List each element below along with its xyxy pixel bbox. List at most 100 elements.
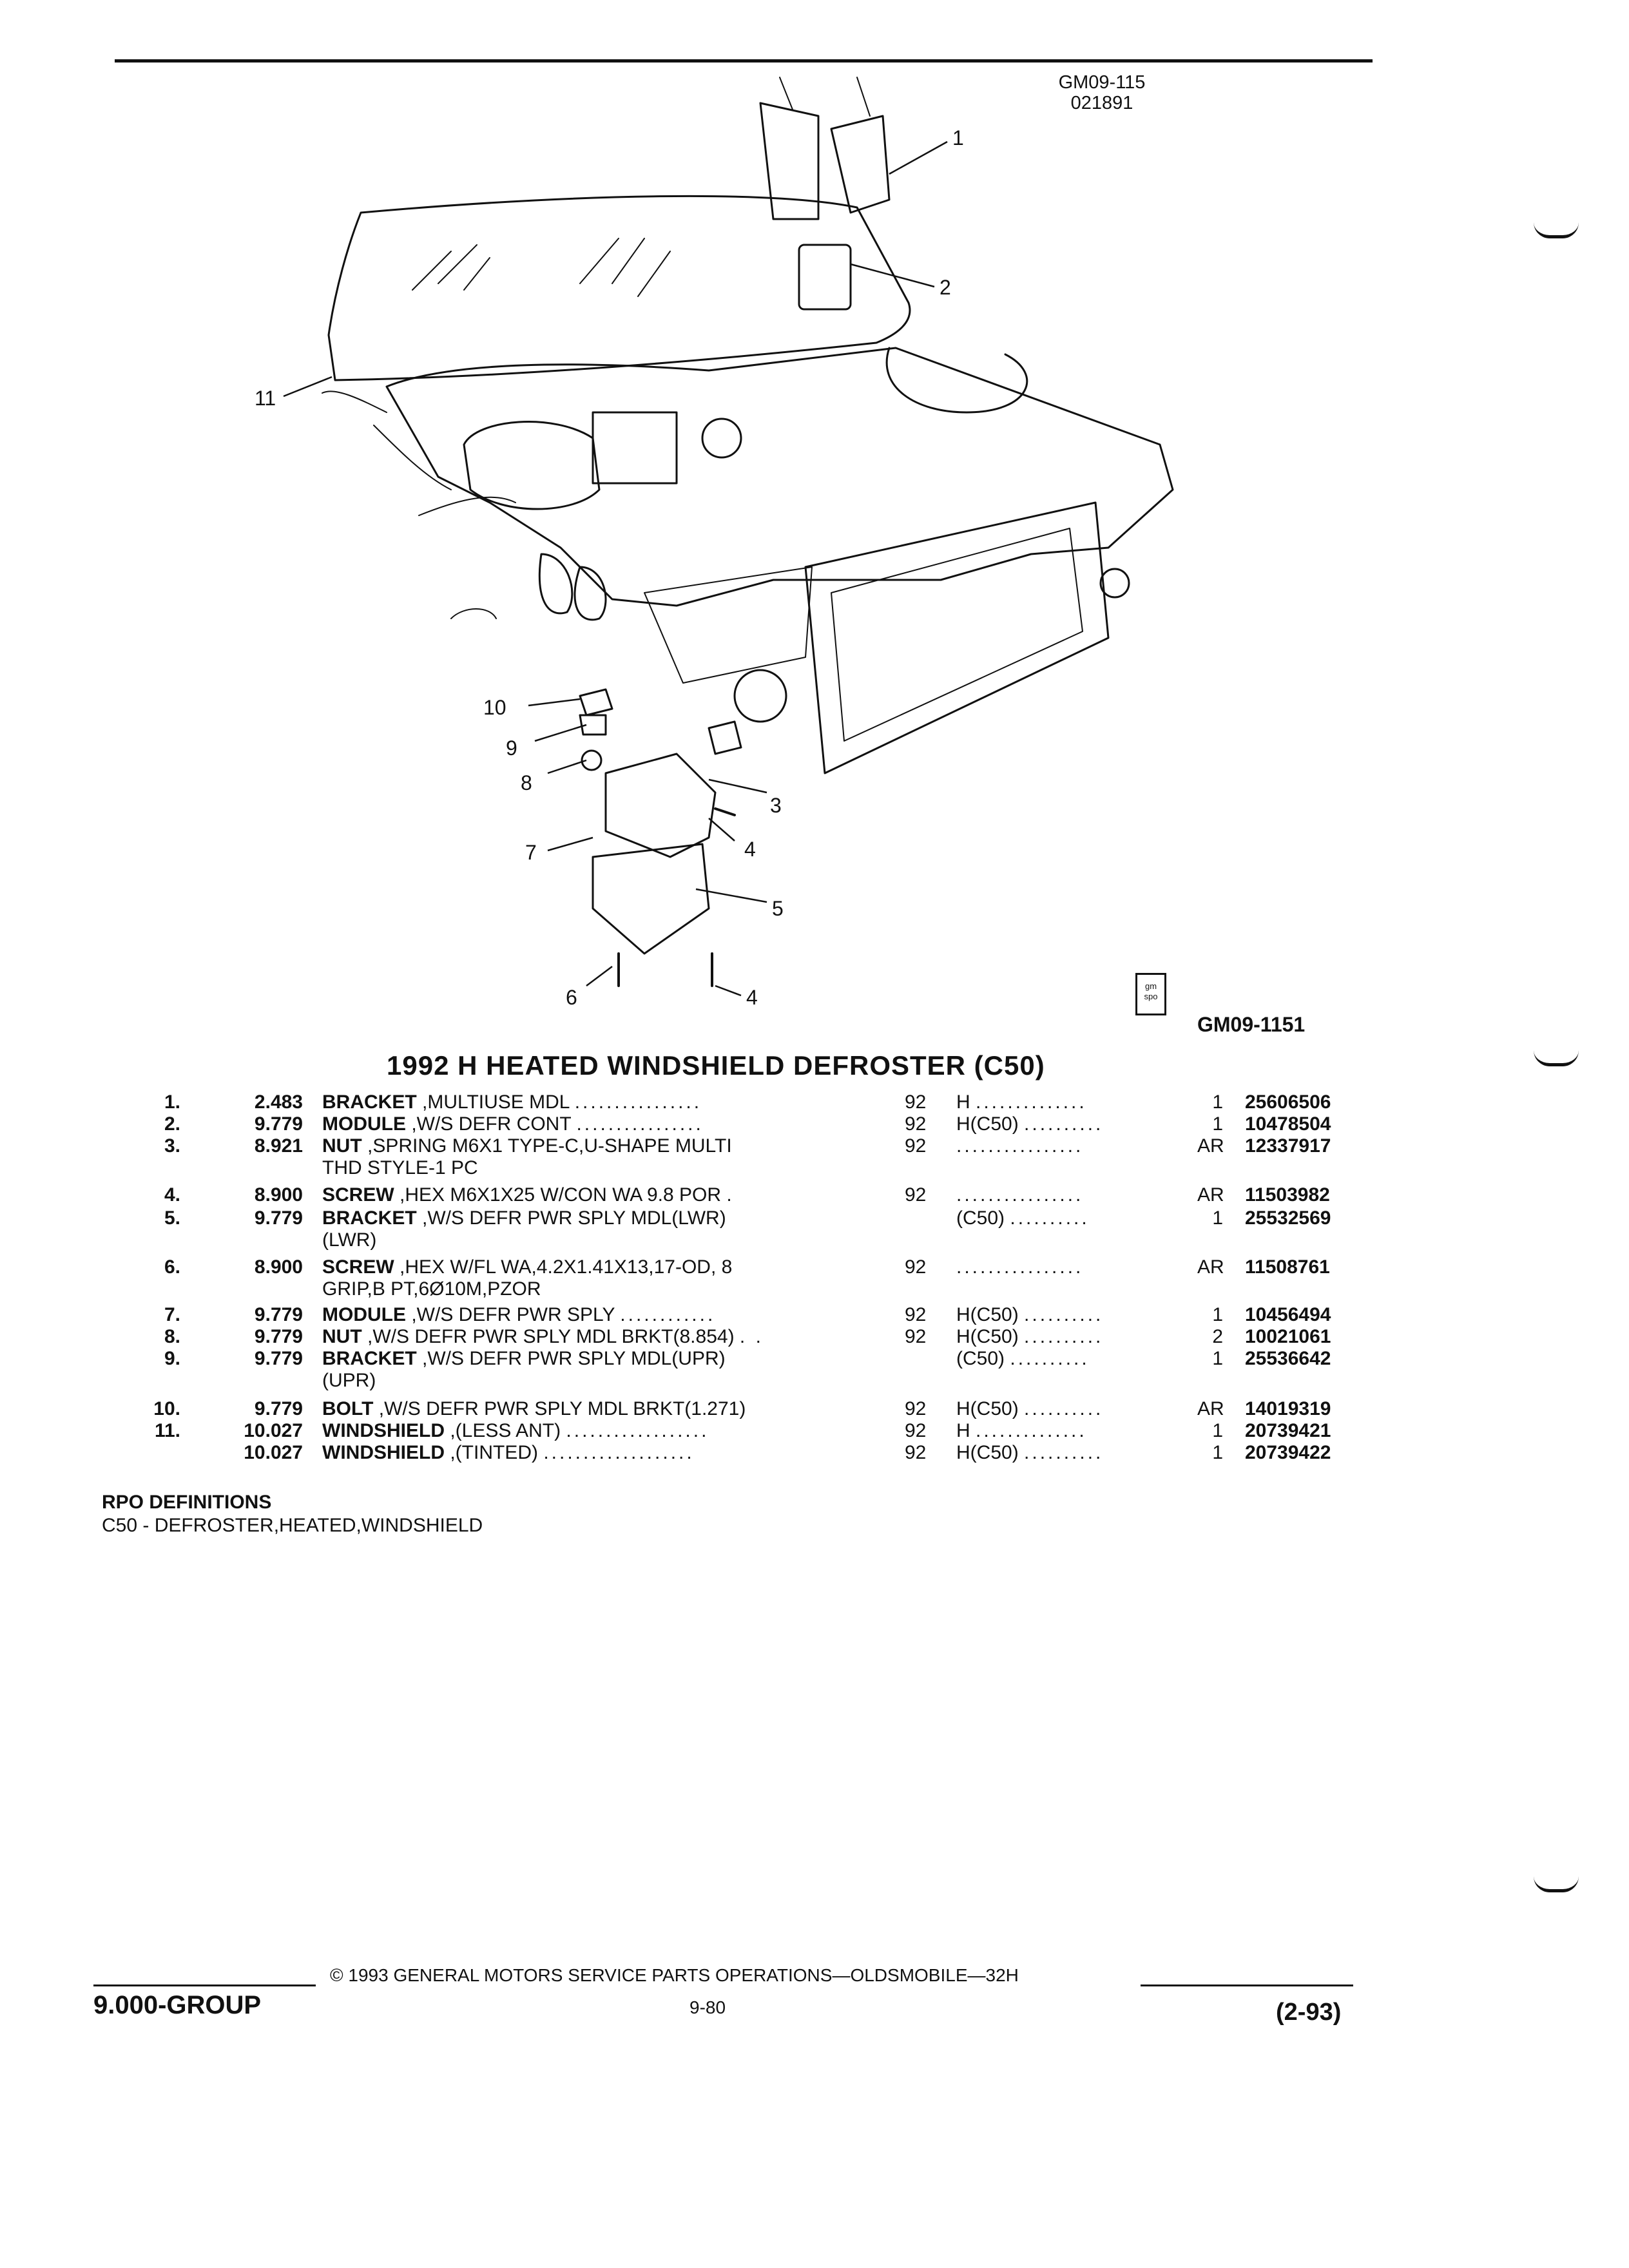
margin-mark [1534,1876,1579,1892]
part-description: MODULE ,W/S DEFR PWR SPLY ............ [322,1304,715,1326]
callout-2: 2 [940,276,951,299]
group-number: 9.779 [254,1326,303,1347]
series: (C50) .......... [956,1348,1090,1370]
group-number: 2.483 [254,1091,303,1113]
part-name: BRACKET [322,1348,417,1369]
leader-dots: . . [739,1326,764,1347]
footer-rule-right [1141,1984,1353,1986]
top-rule [115,59,1373,62]
series-dots: .......... [1024,1398,1104,1419]
part-desc: ,(LESS ANT) [450,1420,561,1441]
model-year: 92 [905,1398,927,1419]
model-year: 92 [905,1420,927,1441]
quantity: 2 [1212,1326,1223,1347]
quantity: 1 [1212,1348,1223,1369]
part-desc: ,W/S DEFR CONT [411,1113,572,1135]
item-number: 3. [164,1135,180,1157]
rpo-definitions: RPO DEFINITIONS C50 - DEFROSTER,HEATED,W… [102,1491,483,1537]
callout-4-upper: 4 [744,838,756,861]
gm-spo-logo: gm spo [1135,973,1166,1015]
part-name: WINDSHIELD [322,1420,445,1441]
group-number: 10.027 [244,1442,303,1463]
part-desc: ,W/S DEFR PWR SPLY MDL(LWR) [422,1207,726,1229]
logo-text: gm spo [1144,981,1158,1001]
group-number: 9.779 [254,1113,303,1135]
margin-mark [1534,222,1579,238]
series-dots: ................ [956,1135,1084,1157]
model-year: 92 [905,1304,927,1325]
series-dots: .......... [1024,1113,1104,1135]
part-number: 20739422 [1245,1442,1331,1463]
glass-hatch [412,238,671,297]
lower-bracket-5 [592,843,710,955]
series-code: (C50) [956,1207,1005,1229]
part-name: NUT [322,1135,362,1157]
model-year: 92 [905,1184,927,1206]
series-dots: .......... [1010,1348,1090,1369]
part-name: WINDSHIELD [322,1442,445,1463]
page-title: 1992 H HEATED WINDSHIELD DEFROSTER (C50) [387,1050,1045,1081]
speaker-pod [463,421,601,510]
quantity: 1 [1212,1442,1223,1463]
margin-mark [1534,1050,1579,1066]
series: H(C50) .......... [956,1304,1103,1326]
footer-page-number: 9-80 [689,1997,726,2017]
part-desc: ,MULTIUSE MDL [422,1091,570,1113]
rpo-definition: C50 - DEFROSTER,HEATED,WINDSHIELD [102,1515,483,1536]
series-dots: .......... [1024,1326,1104,1347]
model-year: 92 [905,1113,927,1135]
group-number: 9.779 [254,1398,303,1419]
callout-3: 3 [770,794,782,817]
quantity: 1 [1212,1091,1223,1113]
quantity: 1 [1212,1420,1223,1441]
leader-dots: ................ [574,1091,702,1113]
item-number: 9. [164,1348,180,1369]
part-number: 10456494 [1245,1304,1331,1325]
series: H(C50) .......... [956,1326,1103,1348]
series-code: (C50) [956,1348,1005,1369]
part-number: 14019319 [1245,1398,1331,1419]
defroster-control-module [798,244,852,311]
quantity: AR [1197,1398,1224,1419]
series-dots: ................ [956,1184,1084,1206]
group-number: 9.779 [254,1207,303,1229]
callout-10: 10 [483,696,506,719]
part-name: SCREW [322,1184,394,1206]
part-desc: ,W/S DEFR PWR SPLY MDL BRKT(1.271) [378,1398,746,1419]
series-code: H(C50) [956,1113,1019,1135]
series-code: H(C50) [956,1304,1019,1325]
part-name: MODULE [322,1304,406,1325]
callout-9: 9 [506,736,517,760]
part-desc: ,(TINTED) [450,1442,538,1463]
part-desc: ,W/S DEFR PWR SPLY MDL(UPR) [422,1348,726,1369]
group-number: 10.027 [244,1420,303,1441]
callout-7: 7 [525,841,537,864]
part-name: BRACKET [322,1207,417,1229]
series-code: H(C50) [956,1398,1019,1419]
footer-rule-left [93,1984,316,1986]
series-dots: .............. [976,1420,1087,1441]
part-description: BRACKET ,W/S DEFR PWR SPLY MDL(UPR) [322,1348,726,1370]
part-desc-continued: THD STYLE-1 PC [322,1157,478,1178]
quantity: AR [1197,1184,1224,1206]
screws-6-4 [617,952,713,987]
dash-vents [538,553,607,621]
part-description: BRACKET ,W/S DEFR PWR SPLY MDL(LWR) [322,1207,726,1229]
part-description: NUT ,SPRING M6X1 TYPE-C,U-SHAPE MULTI [322,1135,732,1157]
series-code: H [956,1091,970,1113]
part-description: WINDSHIELD ,(LESS ANT) .................… [322,1420,709,1442]
part-number: 25606506 [1245,1091,1331,1113]
part-desc-continued: GRIP,B PT,6Ø10M,PZOR [322,1278,541,1300]
part-desc: ,SPRING M6X1 TYPE-C,U-SHAPE MULTI [367,1135,732,1157]
series: H(C50) .......... [956,1113,1103,1135]
series-dots: ................ [956,1256,1084,1278]
illustration-code: GM09-1151 [1197,1013,1306,1036]
figure-code: GM09-115 [1058,72,1146,93]
part-number: 10478504 [1245,1113,1331,1135]
part-number: 25536642 [1245,1348,1331,1369]
part-description: SCREW ,HEX W/FL WA,4.2X1.41X13,17-OD, 8 [322,1256,732,1278]
model-year: 92 [905,1256,927,1278]
cowl-outline [385,347,1174,607]
part-number: 12337917 [1245,1135,1331,1157]
quantity: 1 [1212,1113,1223,1135]
